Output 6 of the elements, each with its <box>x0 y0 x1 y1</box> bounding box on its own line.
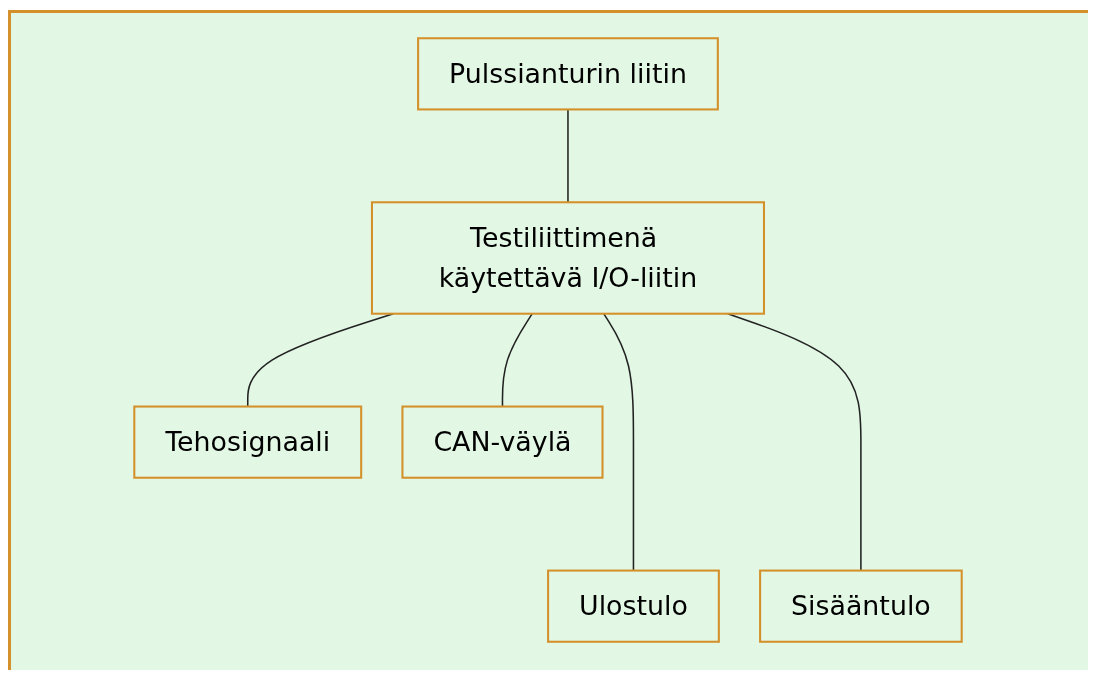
node-box: Testiliittimenä käytettävä I/O-liitin <box>370 201 765 315</box>
node-box: Ulostulo <box>547 569 720 643</box>
node-box: Tehosignaali <box>133 405 363 479</box>
node-box: Pulssianturin liitin <box>417 37 719 111</box>
node-box: Sisääntulo <box>759 569 963 643</box>
node-box: CAN-väylä <box>401 405 604 479</box>
